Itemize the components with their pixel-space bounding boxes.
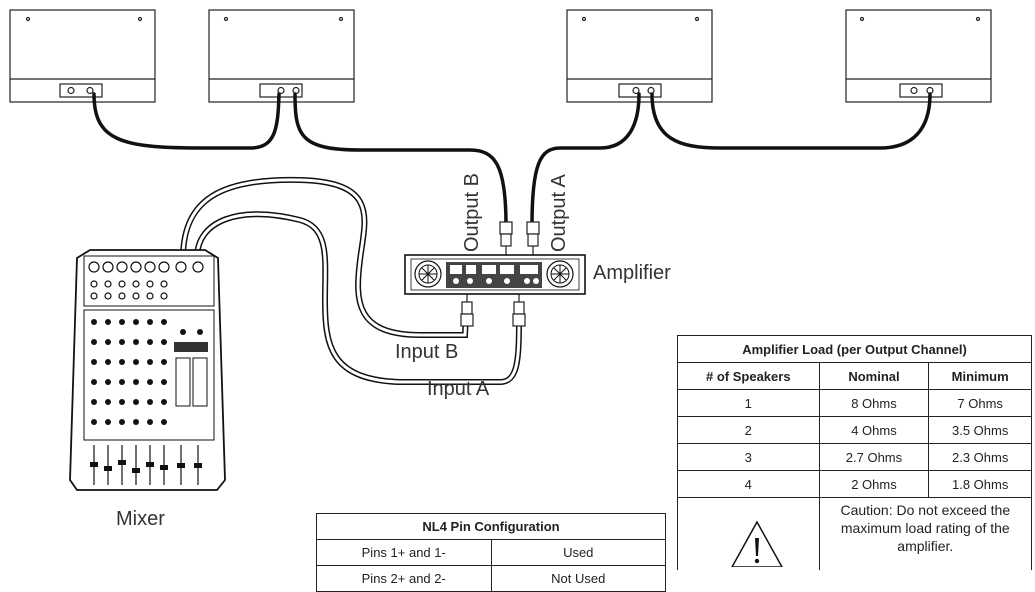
nl4-status-cell: Not Used — [490, 565, 666, 592]
amplifier-unit — [404, 254, 586, 295]
input-b-label: Input B — [395, 341, 459, 363]
table-row: 3 2.7 Ohms 2.3 Ohms — [677, 443, 1032, 471]
caution-text: Caution: Do not exceed the maximum load … — [818, 497, 1033, 570]
output-a-label: Output A — [548, 174, 570, 252]
speaker-2 — [208, 9, 355, 103]
table-row: Pins 1+ and 1- Used — [316, 539, 666, 566]
col-header-speakers: # of Speakers — [677, 362, 820, 390]
minimum-cell: 1.8 Ohms — [928, 470, 1032, 498]
table-header-row: # of Speakers Nominal Minimum — [677, 362, 1032, 390]
minimum-cell: 3.5 Ohms — [928, 416, 1032, 444]
table-row: 4 2 Ohms 1.8 Ohms — [677, 470, 1032, 498]
col-header-minimum: Minimum — [928, 362, 1032, 390]
minimum-cell: 7 Ohms — [928, 389, 1032, 417]
amplifier-label: Amplifier — [593, 262, 671, 284]
load-table-title: Amplifier Load (per Output Channel) — [677, 335, 1032, 363]
speaker-cables — [92, 92, 932, 227]
input-a-label: Input A — [427, 378, 490, 400]
mixer-unit — [69, 249, 226, 491]
caution-row: Caution: Do not exceed the maximum load … — [677, 497, 1033, 570]
nominal-cell: 8 Ohms — [818, 389, 930, 417]
nl4-pins-cell: Pins 1+ and 1- — [316, 539, 492, 566]
speakers-cell: 4 — [677, 470, 820, 498]
table-row: Pins 2+ and 2- Not Used — [316, 565, 666, 592]
speaker-3 — [566, 9, 713, 103]
table-row: 2 4 Ohms 3.5 Ohms — [677, 416, 1032, 444]
amplifier-load-table: Amplifier Load (per Output Channel) # of… — [677, 335, 1033, 570]
minimum-cell: 2.3 Ohms — [928, 443, 1032, 471]
nl4-pin-table: NL4 Pin Configuration Pins 1+ and 1- Use… — [316, 513, 666, 592]
speakers-cell: 2 — [677, 416, 820, 444]
nl4-status-cell: Used — [490, 539, 666, 566]
nominal-cell: 2 Ohms — [818, 470, 930, 498]
mixer-label: Mixer — [116, 508, 165, 530]
output-b-label: Output B — [461, 173, 483, 252]
input-connectors — [460, 294, 526, 327]
speakers-cell: 1 — [677, 389, 820, 417]
table-row: 1 8 Ohms 7 Ohms — [677, 389, 1032, 417]
nl4-pins-cell: Pins 2+ and 2- — [316, 565, 492, 592]
nominal-cell: 4 Ohms — [818, 416, 930, 444]
wiring-diagram — [9, 9, 992, 567]
output-connectors — [499, 221, 540, 256]
speaker-4 — [845, 9, 992, 103]
nominal-cell: 2.7 Ohms — [818, 443, 930, 471]
nl4-table-title: NL4 Pin Configuration — [316, 513, 666, 540]
warning-cell — [677, 497, 820, 570]
speakers-cell: 3 — [677, 443, 820, 471]
col-header-nominal: Nominal — [818, 362, 930, 390]
input-cables-inner — [181, 178, 521, 384]
speaker-1 — [9, 9, 156, 103]
